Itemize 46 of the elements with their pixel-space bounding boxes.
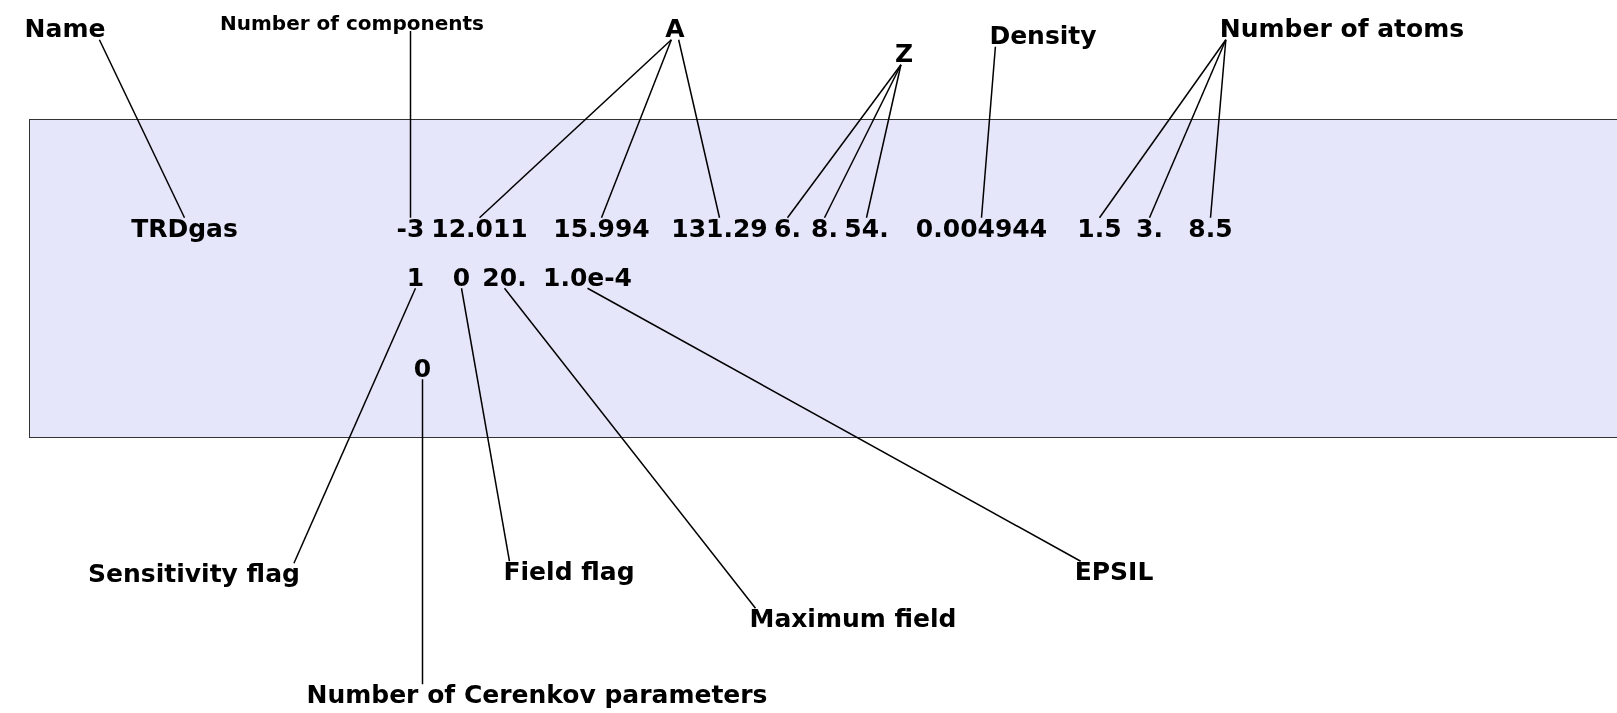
leader-line (586, 287, 1082, 562)
data-value: 6. (774, 214, 801, 243)
leader-line (1148, 39, 1227, 219)
annotation-label: Field flag (503, 558, 635, 586)
annotation-label: A (665, 15, 685, 43)
annotation-label: Number of Cerenkov parameters (306, 681, 768, 709)
data-value: 0 (413, 354, 432, 383)
leader-line (865, 64, 902, 219)
leader-line (677, 39, 721, 219)
leader-line (98, 39, 186, 219)
data-value: 20. (482, 263, 527, 292)
data-band (29, 119, 1617, 438)
data-value: 12.011 (431, 214, 528, 243)
annotation-label: Number of components (220, 12, 484, 34)
data-value: 1 (406, 263, 425, 292)
data-value: 0 (452, 263, 471, 292)
data-value: 3. (1136, 214, 1163, 243)
leader-line (1098, 39, 1227, 219)
annotation-label: Density (989, 22, 1097, 50)
data-value: 1.0e-4 (543, 263, 632, 292)
data-value: 15.994 (553, 214, 650, 243)
leader-line (600, 39, 673, 219)
leader-line (786, 64, 902, 219)
annotation-label: Number of atoms (1219, 15, 1465, 43)
leader-line (823, 64, 902, 219)
data-value: 1.5 (1077, 214, 1122, 243)
annotation-label: Z (894, 40, 914, 68)
leader-line (980, 46, 997, 219)
data-value: 8. (811, 214, 838, 243)
leader-line (1209, 39, 1227, 219)
data-value: 54. (844, 214, 889, 243)
data-value: TRDgas (131, 214, 238, 243)
annotation-label: Name (24, 15, 106, 43)
data-value: -3 (396, 214, 425, 243)
annotation-label: Sensitivity flag (88, 560, 300, 588)
leader-line (460, 287, 511, 562)
annotation-label: Maximum field (749, 605, 957, 633)
data-value: 131.29 (671, 214, 768, 243)
leader-line (293, 287, 417, 564)
leader-line (478, 39, 673, 219)
leader-line (421, 378, 424, 685)
leader-line (409, 30, 412, 219)
annotation-label: EPSIL (1074, 558, 1154, 586)
leader-line (503, 287, 757, 609)
data-value: 0.004944 (915, 214, 1048, 243)
data-value: 8.5 (1188, 214, 1233, 243)
